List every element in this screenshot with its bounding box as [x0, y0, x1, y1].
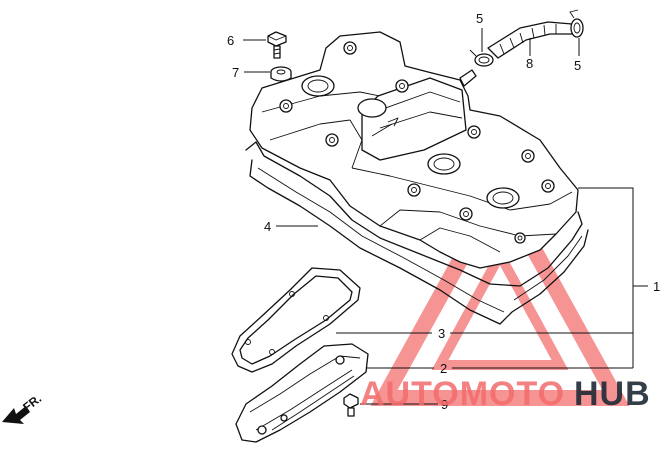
callout-6: 6 [227, 33, 234, 48]
callout-4: 4 [264, 219, 271, 234]
cover-bolt-bosses [279, 41, 555, 244]
callout-3: 3 [438, 326, 445, 341]
callout-9: 9 [441, 397, 448, 412]
watermark-text-dark: HUB [574, 375, 651, 413]
cylinder-head-cover [249, 31, 579, 269]
watermark-wordmark: AUTOMOTO HUB [360, 375, 651, 413]
callout-5-left: 5 [476, 11, 483, 26]
plug-hole-ports [301, 75, 520, 209]
breather-hose [487, 21, 575, 59]
watermark-text-red: AUTOMOTO [360, 375, 565, 413]
leader-lines [243, 28, 648, 405]
lower-cover-bolt [343, 393, 359, 417]
lower-cover [235, 343, 369, 443]
hose-clip-upper [569, 9, 584, 38]
cover-bolt [267, 31, 287, 59]
callout-8: 8 [526, 56, 533, 71]
callout-1: 1 [653, 279, 660, 294]
callout-labels: 6 7 5 5 8 4 1 3 2 9 [227, 11, 660, 412]
rubber-grommet [270, 66, 292, 82]
lower-cover-gasket [231, 267, 361, 373]
front-direction-arrow: FR. [2, 391, 44, 424]
hose-clip-lower [469, 49, 494, 67]
callout-2: 2 [440, 361, 447, 376]
head-cover-gasket [245, 141, 589, 325]
callout-5-right: 5 [574, 58, 581, 73]
callout-7: 7 [232, 65, 239, 80]
